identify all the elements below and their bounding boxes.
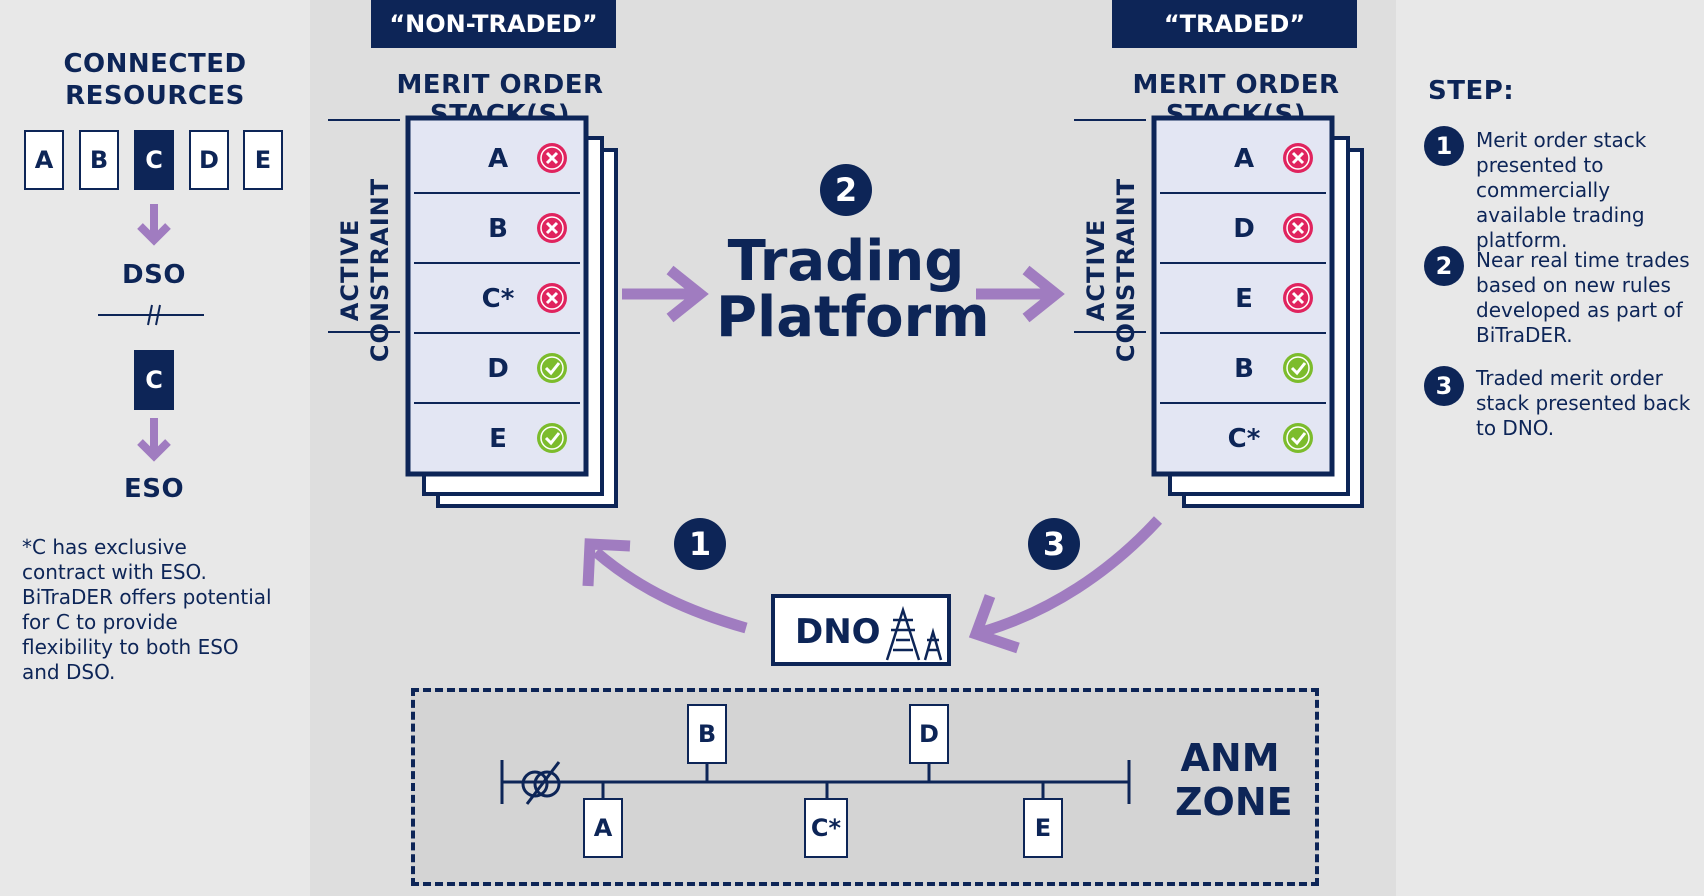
non-traded-check-mark <box>544 432 561 446</box>
traded-cross-ring <box>1286 216 1310 240</box>
anm-node-a: A <box>583 798 623 858</box>
busbar <box>500 760 1131 805</box>
step-1-marker: 1 <box>674 518 726 570</box>
steps-title: STEP: <box>1428 76 1515 106</box>
non-traded-cross-ring <box>540 216 564 240</box>
traded-check-mark <box>1290 362 1307 376</box>
connected-resources-title: CONNECTED RESOURCES <box>63 49 247 111</box>
non-traded-row-label: A <box>488 144 508 174</box>
resource-c: C <box>134 130 174 190</box>
traded-cross-mark <box>1291 151 1305 165</box>
traded-cross-ring <box>1286 286 1310 310</box>
non-traded-cross-ring <box>540 146 564 170</box>
trading-platform-title: Trading Platform <box>716 229 990 350</box>
non-traded-row-label: C* <box>482 284 515 314</box>
anm-zone: B D A C* E ANM ZONE <box>411 688 1319 886</box>
anm-node-e: E <box>1023 798 1063 858</box>
dno-box: DNO <box>771 594 951 666</box>
non-traded-cross-mark <box>545 221 559 235</box>
traded-check-ring <box>1286 356 1310 380</box>
dno-label: DNO <box>795 612 881 652</box>
traded-check-mark <box>1290 432 1307 446</box>
non-traded-cross-mark <box>545 151 559 165</box>
non-traded-row-label: B <box>488 214 508 244</box>
non-traded-heading: MERIT ORDER STACK(S) <box>396 70 604 130</box>
anm-node-d: D <box>909 704 949 764</box>
step-1-text: Merit order stack presented to commercia… <box>1476 128 1647 252</box>
non-traded-row-label: D <box>487 354 509 384</box>
step-2-marker: 2 <box>820 164 872 216</box>
traded-row-label: C* <box>1228 424 1261 454</box>
pylon-icon <box>885 606 943 661</box>
traded-cross-ring <box>1286 146 1310 170</box>
traded-cross-mark <box>1291 291 1305 305</box>
non-traded-cross-mark <box>545 291 559 305</box>
resource-e: E <box>243 130 283 190</box>
traded-check-ring <box>1286 426 1310 450</box>
traded-banner: “TRADED” <box>1112 0 1357 48</box>
traded-cross-mark <box>1291 221 1305 235</box>
traded-row-label: E <box>1235 284 1253 314</box>
step-3-text: Traded merit order stack presented back … <box>1476 366 1691 440</box>
non-traded-check-mark <box>544 362 561 376</box>
dso-label: DSO <box>122 260 186 290</box>
step-3-badge: 3 <box>1424 366 1464 406</box>
traded-row-label: D <box>1233 214 1255 244</box>
resource-d: D <box>189 130 229 190</box>
non-traded-check-ring <box>540 356 564 380</box>
eso-label: ESO <box>123 474 185 504</box>
step-1-badge: 1 <box>1424 126 1464 166</box>
anm-zone-label: ANM ZONE <box>1175 736 1293 824</box>
non-traded-cross-ring <box>540 286 564 310</box>
left-arrows <box>98 204 204 462</box>
traded-row-label: B <box>1234 354 1254 384</box>
resource-a: A <box>24 130 64 190</box>
merit-stacks: A B C* D E A D E B C* <box>328 115 1364 508</box>
step-2-badge: 2 <box>1424 246 1464 286</box>
anm-node-c: C* <box>804 798 848 858</box>
resource-b: B <box>79 130 119 190</box>
traded-row-label: A <box>1234 144 1254 174</box>
non-traded-check-ring <box>540 426 564 450</box>
footnote: *C has exclusive contract with ESO. BiTr… <box>22 535 272 684</box>
non-traded-banner: “NON-TRADED” <box>371 0 616 48</box>
dso-c-box: C <box>134 350 174 410</box>
non-traded-sheet-front <box>405 115 589 477</box>
anm-node-b: B <box>687 704 727 764</box>
step-2-text: Near real time trades based on new rules… <box>1476 248 1690 347</box>
step-3-marker: 3 <box>1028 518 1080 570</box>
non-traded-row-label: E <box>489 424 507 454</box>
